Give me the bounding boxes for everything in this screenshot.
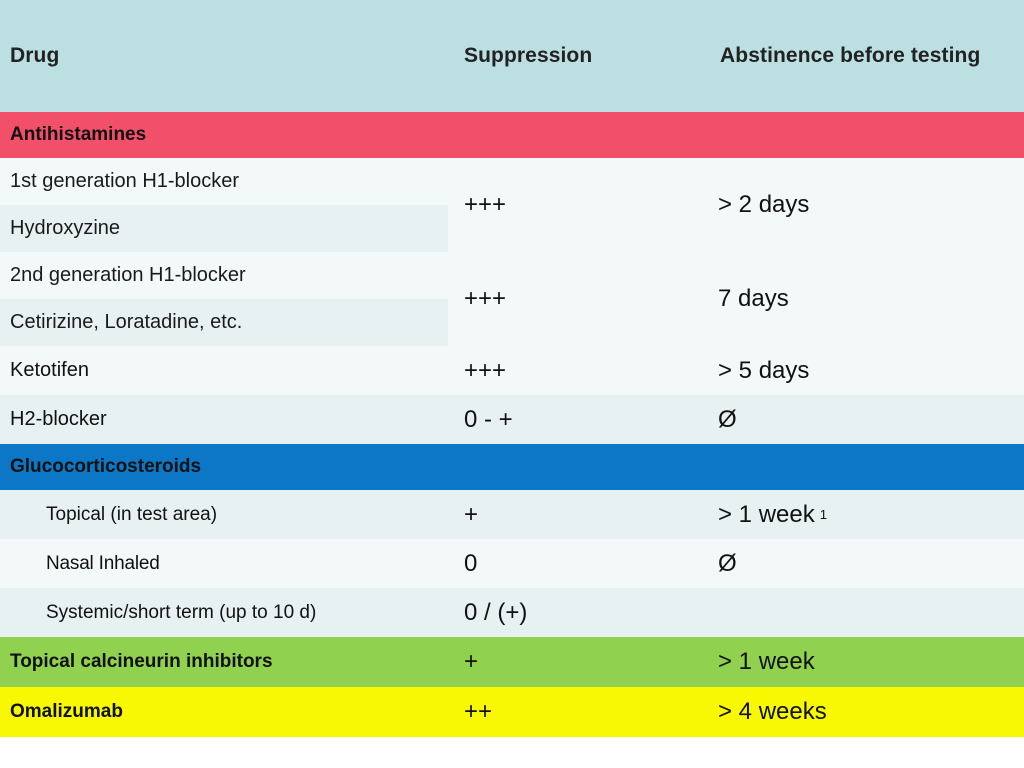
drug-name: 2nd generation H1-blocker xyxy=(0,252,448,299)
second-generation-names: 2nd generation H1-blocker Cetirizine, Lo… xyxy=(0,252,448,346)
section-title-glucocorticosteroids: Glucocorticosteroids xyxy=(10,456,202,477)
table-row-group-first-generation: 1st generation H1-blocker Hydroxyzine ++… xyxy=(0,158,1024,252)
section-header-glucocorticosteroids: Glucocorticosteroids xyxy=(0,444,1024,490)
abstinence-value: > 1 week xyxy=(718,648,815,675)
suppression-value: 0 / (+) xyxy=(464,598,528,626)
section-title-calcineurin: Topical calcineurin inhibitors xyxy=(10,651,273,672)
drug-name: Topical (in test area) xyxy=(46,503,218,525)
suppression-value: + xyxy=(464,500,479,528)
suppression-value: ++ xyxy=(464,698,493,725)
section-header-calcineurin: Topical calcineurin inhibitors + > 1 wee… xyxy=(0,637,1024,687)
table-row: Ketotifen +++ > 5 days xyxy=(0,346,1024,395)
drug-name: Systemic/short term (up to 10 d) xyxy=(46,601,317,623)
footnote-marker: 1 xyxy=(819,507,828,522)
second-generation-values: +++ 7 days xyxy=(448,252,1024,346)
section-header-omalizumab: Omalizumab ++ > 4 weeks xyxy=(0,687,1024,737)
drug-name: Hydroxyzine xyxy=(0,205,448,252)
section-header-antihistamines: Antihistamines xyxy=(0,112,1024,158)
abstinence-value: > 5 days xyxy=(718,356,810,384)
drug-name: Cetirizine, Loratadine, etc. xyxy=(0,299,448,346)
drug-name: Ketotifen xyxy=(10,359,89,381)
abstinence-value: 7 days xyxy=(718,285,789,312)
table-header-row: Drug Suppression Abstinence before testi… xyxy=(0,0,1024,112)
table-row: Topical (in test area) + > 1 week 1 xyxy=(0,490,1024,539)
column-header-drug: Drug xyxy=(10,44,60,67)
section-title-antihistamines: Antihistamines xyxy=(10,124,147,145)
drug-name: Nasal Inhaled xyxy=(46,552,160,574)
abstinence-value: Ø xyxy=(718,549,737,577)
suppression-value: + xyxy=(464,648,479,675)
abstinence-value xyxy=(712,588,1024,637)
table-row: Nasal Inhaled 0 Ø xyxy=(0,539,1024,588)
first-generation-values: +++ > 2 days xyxy=(448,158,1024,252)
drug-name: 1st generation H1-blocker xyxy=(0,158,448,205)
first-generation-names: 1st generation H1-blocker Hydroxyzine xyxy=(0,158,448,252)
table-row-group-second-generation: 2nd generation H1-blocker Cetirizine, Lo… xyxy=(0,252,1024,346)
table-row: Systemic/short term (up to 10 d) 0 / (+) xyxy=(0,588,1024,637)
bottom-whitespace xyxy=(0,737,1024,762)
drug-name: H2-blocker xyxy=(10,408,107,430)
column-header-suppression: Suppression xyxy=(464,44,593,67)
suppression-value: 0 xyxy=(464,549,478,577)
suppression-value: 0 - + xyxy=(464,405,513,433)
column-header-abstinence-label: Abstinence before testing xyxy=(720,43,981,67)
table-row: H2-blocker 0 - + Ø xyxy=(0,395,1024,444)
suppression-value: +++ xyxy=(464,191,507,218)
abstinence-value: > 1 week 1 xyxy=(712,490,1024,539)
section-title-omalizumab: Omalizumab xyxy=(10,701,123,722)
suppression-value: +++ xyxy=(464,356,507,384)
column-header-abstinence: Abstinence before testing xyxy=(712,0,1024,112)
abstinence-value: > 4 weeks xyxy=(718,698,827,725)
abstinence-value: > 2 days xyxy=(718,191,810,218)
suppression-value: +++ xyxy=(464,285,507,312)
abstinence-value: Ø xyxy=(718,405,737,433)
abstinence-text: > 1 week xyxy=(718,500,815,528)
